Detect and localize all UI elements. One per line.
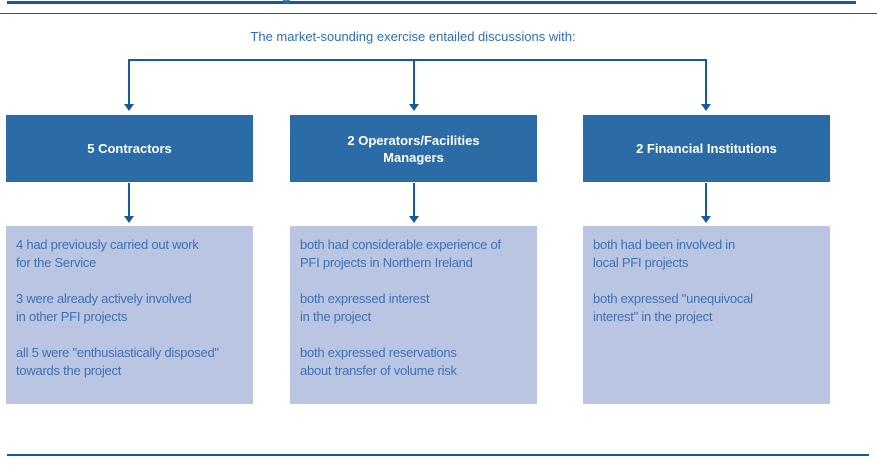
- finding-item: 4 had previously carried out work for th…: [16, 237, 199, 270]
- header-box-operators: 2 Operators/Facilities Managers: [290, 115, 537, 182]
- connector-vertical-line: [128, 60, 130, 105]
- arrow-down-icon: [124, 216, 134, 223]
- header-box-financial-institutions: 2 Financial Institutions: [583, 115, 830, 182]
- header-label: 2 Operators/Facilities Managers: [347, 132, 480, 165]
- connector-vertical-line: [705, 183, 707, 217]
- connector-vertical-line: [413, 183, 415, 217]
- header-box-contractors: 5 Contractors: [6, 115, 253, 182]
- header-label: 5 Contractors: [87, 141, 172, 156]
- connector-vertical-line: [705, 60, 707, 105]
- cropped-text-artifact: [283, 0, 290, 4]
- arrow-down-icon: [701, 216, 711, 223]
- finding-item: both had considerable experience of PFI …: [300, 237, 501, 270]
- arrow-down-icon: [409, 104, 419, 111]
- top-thin-rule: [0, 13, 877, 14]
- findings-box-financial-institutions: both had been involved in local PFI proj…: [583, 226, 830, 404]
- figure-title: The market-sounding exercise entailed di…: [250, 29, 576, 44]
- connector-vertical-line: [128, 183, 130, 217]
- bottom-rule: [7, 454, 869, 456]
- connector-horizontal-line: [128, 59, 707, 61]
- arrow-down-icon: [124, 104, 134, 111]
- top-rule: [7, 1, 856, 4]
- header-label: 2 Financial Institutions: [636, 141, 777, 156]
- finding-item: all 5 were "enthusiastically disposed" t…: [16, 345, 219, 378]
- arrow-down-icon: [409, 216, 419, 223]
- arrow-down-icon: [701, 104, 711, 111]
- connector-vertical-line: [413, 60, 415, 105]
- finding-item: both expressed "unequivocal interest" in…: [593, 291, 753, 324]
- findings-box-contractors: 4 had previously carried out work for th…: [6, 226, 253, 404]
- finding-item: 3 were already actively involved in othe…: [16, 291, 192, 324]
- findings-box-operators: both had considerable experience of PFI …: [290, 226, 537, 404]
- finding-item: both had been involved in local PFI proj…: [593, 237, 735, 270]
- finding-item: both expressed interest in the project: [300, 291, 430, 324]
- finding-item: both expressed reservations about transf…: [300, 345, 457, 378]
